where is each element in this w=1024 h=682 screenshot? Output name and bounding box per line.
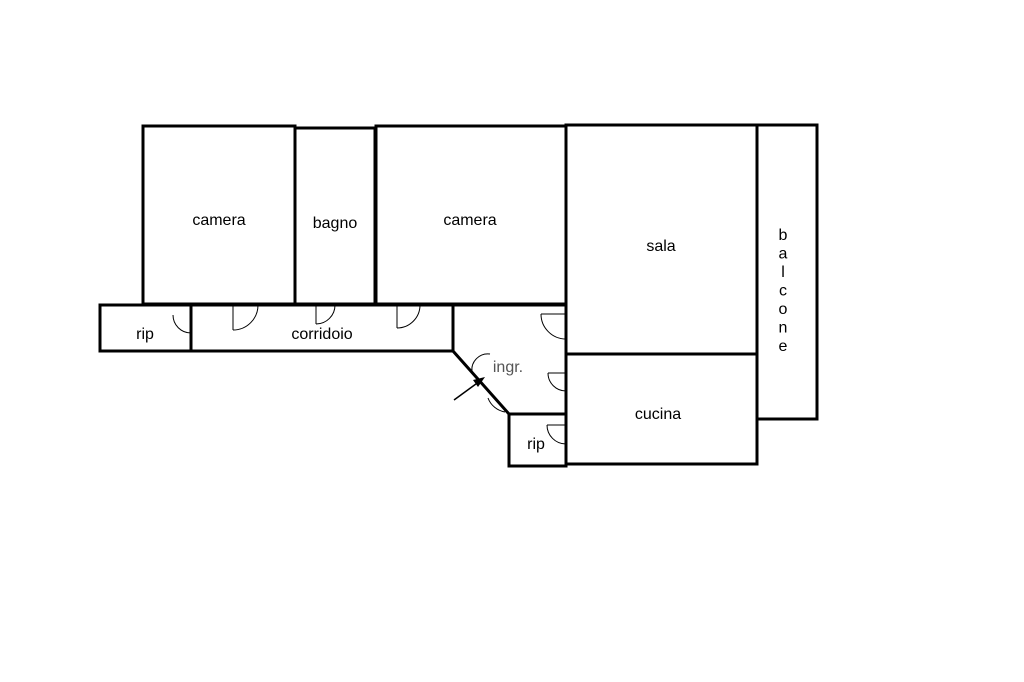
- walls: [98, 123, 819, 468]
- label-rip-left: rip: [136, 326, 154, 343]
- door-swing-icon: [471, 353, 506, 413]
- door-swing-icon: [540, 313, 567, 340]
- door-swing-icon: [172, 314, 192, 334]
- label-sala: sala: [646, 238, 675, 255]
- door-swing-icon: [232, 304, 259, 331]
- room-balcone-outline: [755, 123, 819, 421]
- label-rip-bottom: rip: [527, 436, 545, 453]
- door-swing-icon: [396, 304, 421, 329]
- label-corridoio: corridoio: [291, 326, 352, 343]
- doors: [172, 304, 567, 445]
- label-camera-left: camera: [192, 212, 245, 229]
- label-cucina: cucina: [635, 406, 681, 423]
- entrance-arrow-icon: [453, 377, 485, 401]
- room-cucina-outline: [564, 352, 759, 466]
- room-rip-bottom-outline: [507, 412, 568, 468]
- door-swing-icon: [546, 424, 567, 445]
- door-swing-icon: [547, 372, 567, 392]
- label-bagno: bagno: [313, 215, 358, 232]
- label-camera-center: camera: [443, 212, 496, 229]
- door-swing-icon: [315, 304, 336, 325]
- label-ingresso: ingr.: [493, 359, 523, 376]
